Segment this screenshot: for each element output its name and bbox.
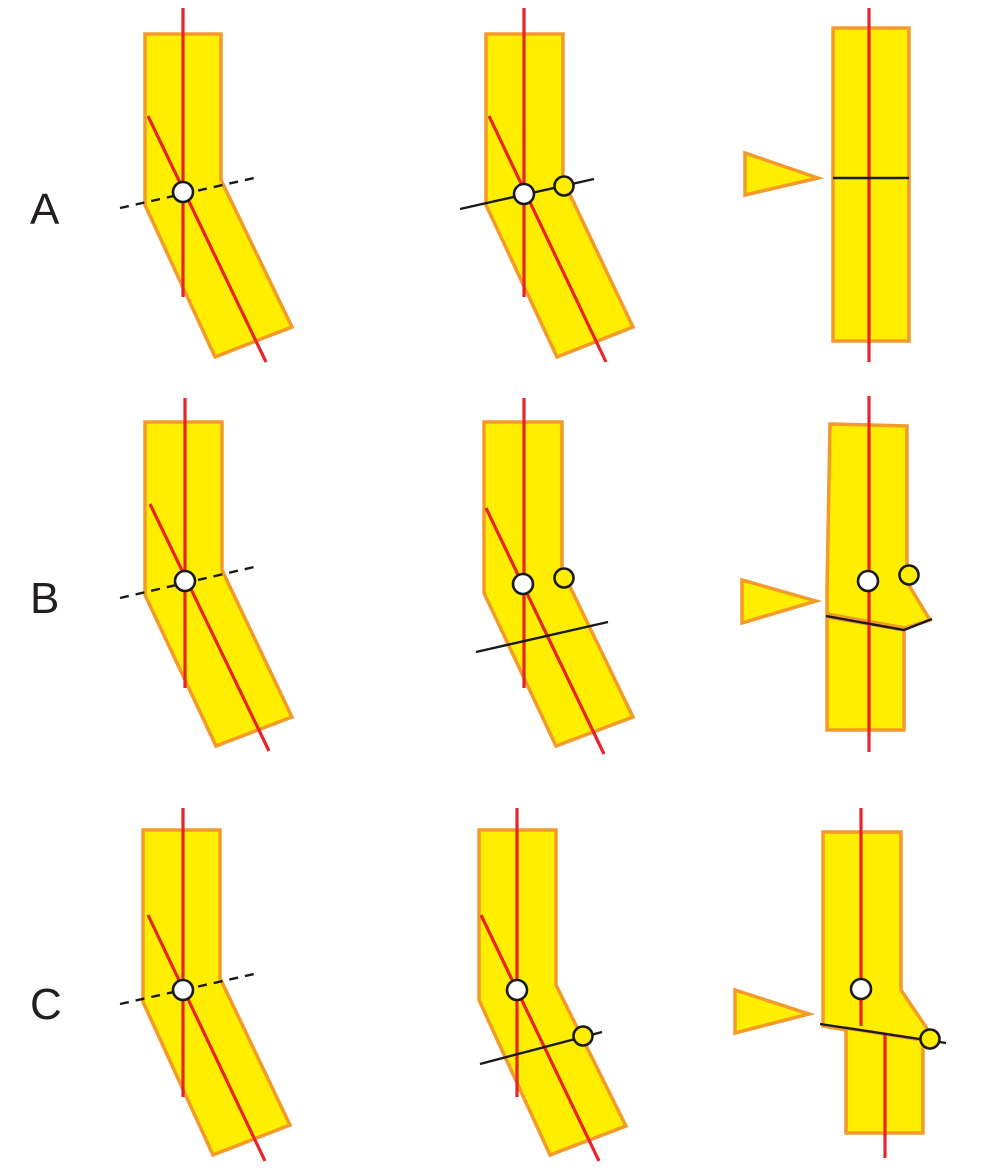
cora-marker xyxy=(849,977,873,1001)
bone-shape xyxy=(831,26,911,343)
distal-axis-line xyxy=(146,115,268,363)
row-a-panel-result xyxy=(743,8,911,362)
distal-axis-line xyxy=(487,115,608,363)
row-b-panel-deformity xyxy=(119,398,295,752)
hinge-marker xyxy=(919,1028,941,1050)
wedge-pointer xyxy=(743,150,825,198)
cora-marker xyxy=(511,572,535,596)
distal-axis-line xyxy=(146,914,267,1162)
distal-segment xyxy=(825,614,906,732)
proximal-segment xyxy=(821,830,935,1045)
bone-shape xyxy=(141,828,293,1158)
row-c-panel-deformity xyxy=(119,808,293,1162)
row-label-a: A xyxy=(30,185,60,234)
row-c: C xyxy=(30,808,947,1162)
row-a-panel-plan xyxy=(459,8,636,363)
cora-marker xyxy=(173,569,197,593)
bone-shape xyxy=(143,420,295,749)
cora-marker xyxy=(171,180,195,204)
hinge-marker xyxy=(572,1025,594,1047)
row-a: A xyxy=(30,8,911,363)
osteotomy-line xyxy=(825,614,933,632)
hinge-marker xyxy=(553,567,575,589)
cora-marker xyxy=(171,978,195,1002)
osteotomy-line xyxy=(475,620,609,654)
cora-marker xyxy=(856,569,880,593)
hinge-marker xyxy=(898,564,920,586)
cora-marker xyxy=(512,182,536,206)
row-c-panel-result xyxy=(733,808,947,1158)
row-b-panel-plan xyxy=(475,398,636,755)
proximal-segment xyxy=(825,422,933,630)
hinge-marker xyxy=(553,175,575,197)
distal-axis-line xyxy=(479,914,601,1162)
bone-shape xyxy=(143,32,295,360)
cora-marker xyxy=(505,978,529,1002)
bone-shape xyxy=(477,828,629,1158)
row-a-panel-deformity xyxy=(119,8,295,363)
distal-axis-line xyxy=(148,503,271,752)
wedge-pointer xyxy=(740,577,823,626)
row-label-c: C xyxy=(30,980,62,1029)
row-label-b: B xyxy=(30,574,59,623)
wedge-pointer xyxy=(733,987,816,1036)
row-c-panel-plan xyxy=(477,808,629,1162)
distal-axis-line xyxy=(484,507,606,755)
row-b-panel-result xyxy=(740,396,933,752)
row-b: B xyxy=(30,396,933,755)
